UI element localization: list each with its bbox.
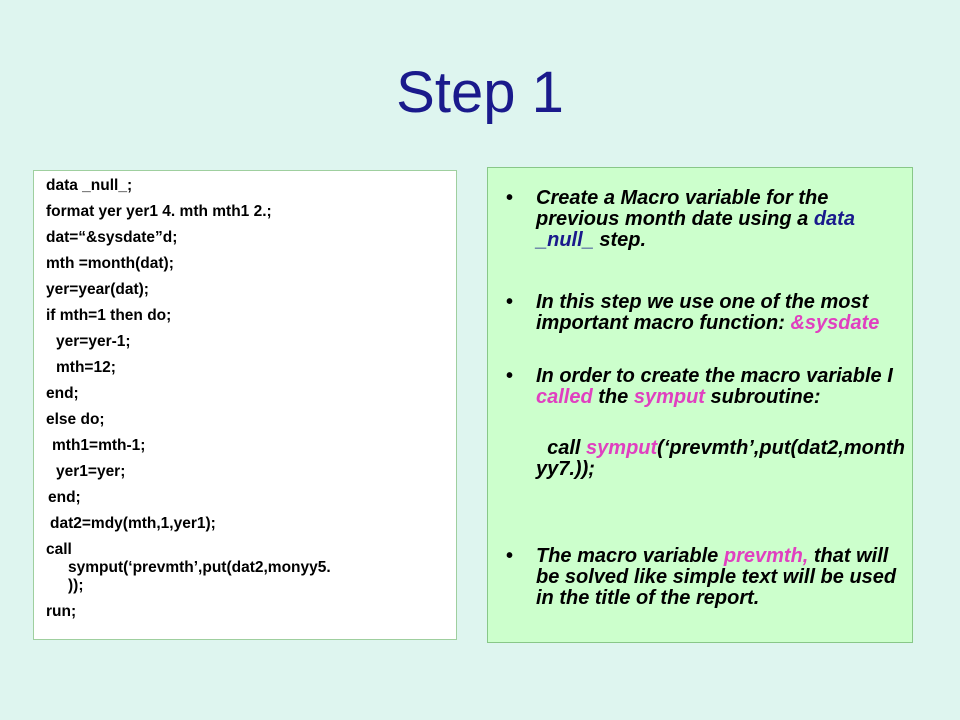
code-line: else do;	[46, 411, 105, 428]
code-line: yer=yer-1;	[56, 333, 131, 350]
code-line: format yer yer1 4. mth mth1 2.;	[46, 203, 272, 220]
code-line: data _null_;	[46, 177, 133, 194]
bullet-text: In this step we use one of the most impo…	[536, 291, 869, 334]
bullet-text: (‘prevmth’,put(dat2,monthyy7.));	[536, 437, 905, 480]
bullet-highlight: data _null_	[536, 208, 855, 251]
code-line: yer=year(dat);	[46, 281, 149, 298]
code-line: yer1=yer;	[56, 463, 126, 480]
bullet-text: the	[592, 386, 634, 408]
code-line: run;	[46, 603, 77, 620]
bullet-marker: •	[506, 187, 514, 209]
bullet-highlight: prevmth,	[723, 545, 809, 567]
code-line: end;	[48, 489, 81, 506]
code-line: end;	[46, 385, 79, 402]
bullet-marker: •	[506, 365, 514, 387]
bullet-text: subroutine:	[704, 386, 821, 408]
code-line: ));	[68, 577, 84, 594]
slide-title: Step 1	[396, 60, 564, 125]
code-line: call	[46, 541, 72, 558]
bullet-text: step.	[593, 229, 647, 251]
bullet-marker: •	[506, 291, 514, 313]
code-line: symput(‘prevmth’,put(dat2,monyy5.	[68, 559, 331, 576]
code-line: mth =month(dat);	[46, 255, 174, 272]
bullet-text: call	[536, 437, 587, 459]
code-line: dat2=mdy(mth,1,yer1);	[50, 515, 216, 532]
bullet-panel: • Create a Macro variable for the previo…	[487, 167, 913, 643]
bullet-highlight: &sysdate	[790, 312, 880, 334]
bullet-highlight: symput	[633, 386, 705, 408]
code-line: mth=12;	[56, 359, 116, 376]
code-line: mth1=mth-1;	[52, 437, 146, 454]
bullet-highlight: called	[536, 386, 593, 408]
bullet-text: In order to create the macro variable I	[536, 365, 893, 387]
bullet-highlight: symput	[586, 437, 658, 459]
code-panel: data _null_; format yer yer1 4. mth mth1…	[33, 170, 457, 640]
bullet-text: that will be solved like simple text wil…	[536, 545, 897, 609]
bullet-text: Create a Macro variable for the previous…	[536, 187, 829, 230]
code-line: dat=“&sysdate”d;	[46, 229, 178, 246]
bullet-marker: •	[506, 545, 514, 567]
code-line: if mth=1 then do;	[46, 307, 172, 324]
bullet-text: The macro variable	[536, 545, 724, 567]
